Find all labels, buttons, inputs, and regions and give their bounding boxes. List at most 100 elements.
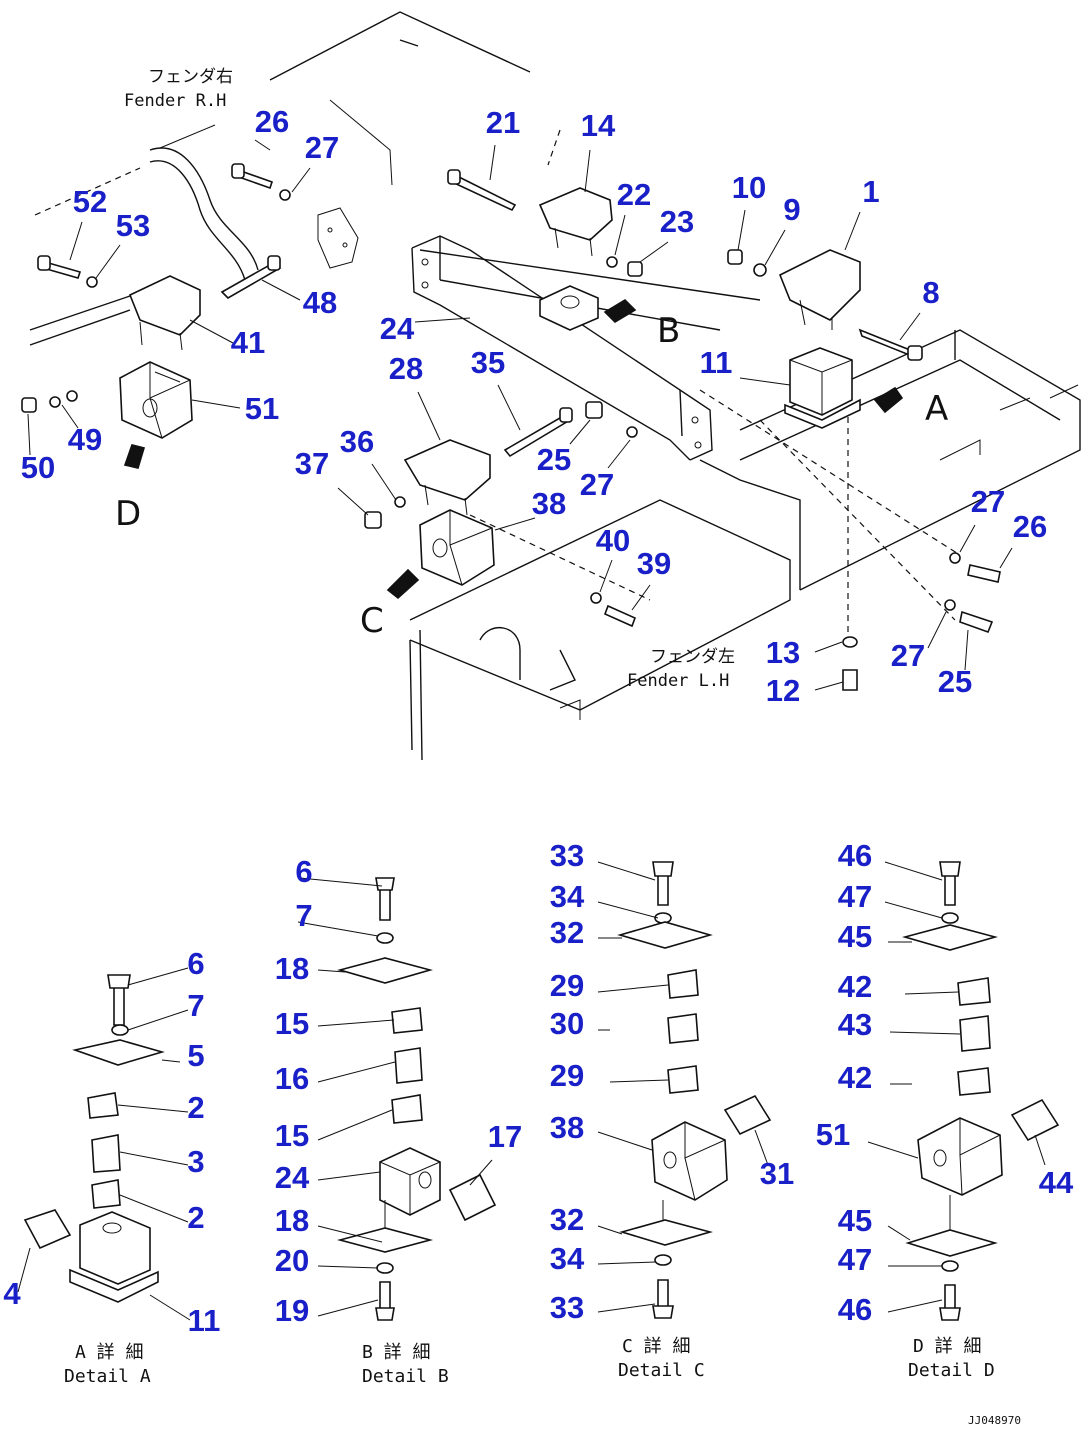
callout-number-c-23: 23	[660, 204, 694, 239]
callout-number-c-15a: 15	[275, 1006, 309, 1041]
callout-number-c-38b: 38	[550, 1110, 584, 1145]
leader-line	[317, 1019, 395, 1027]
leader-line	[887, 1299, 943, 1313]
callout-number-c-1: 1	[862, 174, 879, 209]
leader-line	[844, 211, 861, 251]
detail-d-parts	[902, 861, 1060, 1321]
callout-number-c-45a: 45	[838, 919, 872, 954]
callout-number-c-28: 28	[389, 351, 423, 386]
leader-line	[867, 1141, 919, 1159]
leader-line	[119, 1151, 189, 1166]
fender-lh-jp-label: フェンダ左	[650, 647, 735, 667]
detail-c-parts	[617, 861, 772, 1319]
leader-line	[964, 629, 969, 671]
leader-line	[261, 279, 301, 301]
callout-number-c-37: 37	[295, 446, 329, 481]
callout-number-c-51b: 51	[816, 1117, 850, 1152]
callout-number-c-52: 52	[73, 184, 107, 219]
leader-line	[317, 1225, 383, 1243]
leader-line	[639, 241, 669, 263]
detail-b-parts	[336, 877, 497, 1321]
callout-number-c-11a: 11	[700, 345, 733, 380]
leader-line	[191, 399, 241, 409]
leader-line	[127, 1009, 189, 1031]
leader-line	[317, 1061, 396, 1083]
callout-number-c-53: 53	[116, 208, 150, 243]
callout-number-c-6b: 6	[187, 946, 204, 981]
callout-number-c-40: 40	[596, 523, 630, 558]
callout-number-c-42b: 42	[838, 1060, 872, 1095]
callout-number-c-35: 35	[471, 345, 505, 380]
callout-number-c-19: 19	[275, 1293, 309, 1328]
callout-number-c-11b: 11	[188, 1303, 221, 1338]
callout-number-c-7a: 7	[295, 898, 312, 933]
leader-line	[317, 1265, 379, 1269]
fender-lh-en-label: Fender L.H	[627, 671, 729, 691]
leader-line	[27, 413, 31, 456]
leader-line	[904, 991, 959, 995]
callout-number-c-3: 3	[187, 1144, 204, 1179]
leader-line	[614, 214, 626, 256]
leader-line	[497, 384, 521, 431]
callout-number-c-31: 31	[760, 1156, 794, 1191]
callout-number-c-14: 14	[581, 108, 616, 143]
callout-number-c-4: 4	[3, 1276, 21, 1311]
callout-number-c-25b: 25	[938, 664, 972, 699]
callout-number-c-22: 22	[617, 177, 651, 212]
leader-line	[597, 901, 659, 919]
callout-number-c-29b: 29	[550, 1058, 584, 1093]
leader-line	[95, 244, 121, 279]
callout-number-c-34a: 34	[550, 879, 585, 914]
leader-line	[597, 984, 669, 993]
callout-number-c-49: 49	[68, 422, 102, 457]
leader-line	[737, 209, 746, 251]
callout-number-c-50: 50	[21, 450, 55, 485]
main-assembly-parts	[21, 163, 1001, 691]
leader-line	[889, 1031, 961, 1035]
view-d-label: D	[115, 494, 141, 534]
callout-number-c-42a: 42	[838, 969, 872, 1004]
drawing-code: JJ048970	[968, 1414, 1021, 1427]
callout-number-c-45b: 45	[838, 1203, 872, 1238]
callout-number-c-27a: 27	[305, 130, 339, 165]
leader-line	[927, 611, 947, 649]
leader-line	[299, 877, 383, 887]
leader-line	[417, 391, 441, 441]
leader-line	[609, 1079, 669, 1083]
callout-number-c-26a: 26	[255, 104, 289, 139]
callout-number-c-29a: 29	[550, 968, 584, 1003]
callout-number-c-24b: 24	[275, 1160, 310, 1195]
callout-number-c-12: 12	[766, 673, 800, 708]
view-a-label: A	[925, 389, 948, 429]
callout-number-c-27c: 27	[971, 484, 1005, 519]
detail-a-en-caption: Detail A	[64, 1366, 151, 1387]
leader-line	[119, 1194, 189, 1223]
callout-number-c-27b: 27	[580, 467, 614, 502]
main-assembly-linework	[29, 11, 1081, 761]
callout-number-c-48: 48	[303, 285, 337, 320]
leader-line	[291, 167, 311, 193]
leader-line	[884, 901, 943, 919]
callout-number-c-8: 8	[922, 275, 939, 310]
leader-line	[814, 681, 844, 691]
fender-rh-en-label: Fender R.H	[124, 91, 226, 111]
leader-line	[149, 1294, 191, 1321]
callout-number-c-30: 30	[550, 1006, 584, 1041]
leader-line	[489, 144, 496, 181]
callout-number-c-47b: 47	[838, 1242, 872, 1277]
leader-line	[317, 1109, 393, 1141]
callout-number-c-17: 17	[488, 1119, 522, 1154]
callout-number-c-46a: 46	[838, 838, 872, 873]
detail-d-jp-caption: D 詳 細	[913, 1336, 982, 1357]
callout-number-c-32b: 32	[550, 1202, 584, 1237]
leader-line	[371, 463, 397, 501]
view-c-label: C	[360, 601, 384, 641]
leader-line	[584, 149, 591, 193]
detail-d-en-caption: Detail D	[908, 1360, 995, 1381]
callout-number-c-25a: 25	[537, 442, 571, 477]
callout-number-c-39: 39	[637, 546, 671, 581]
callout-number-c-2a: 2	[187, 1090, 204, 1125]
callout-number-c-9: 9	[783, 192, 800, 227]
callout-number-c-18b: 18	[275, 1203, 309, 1238]
callout-number-c-32a: 32	[550, 915, 584, 950]
